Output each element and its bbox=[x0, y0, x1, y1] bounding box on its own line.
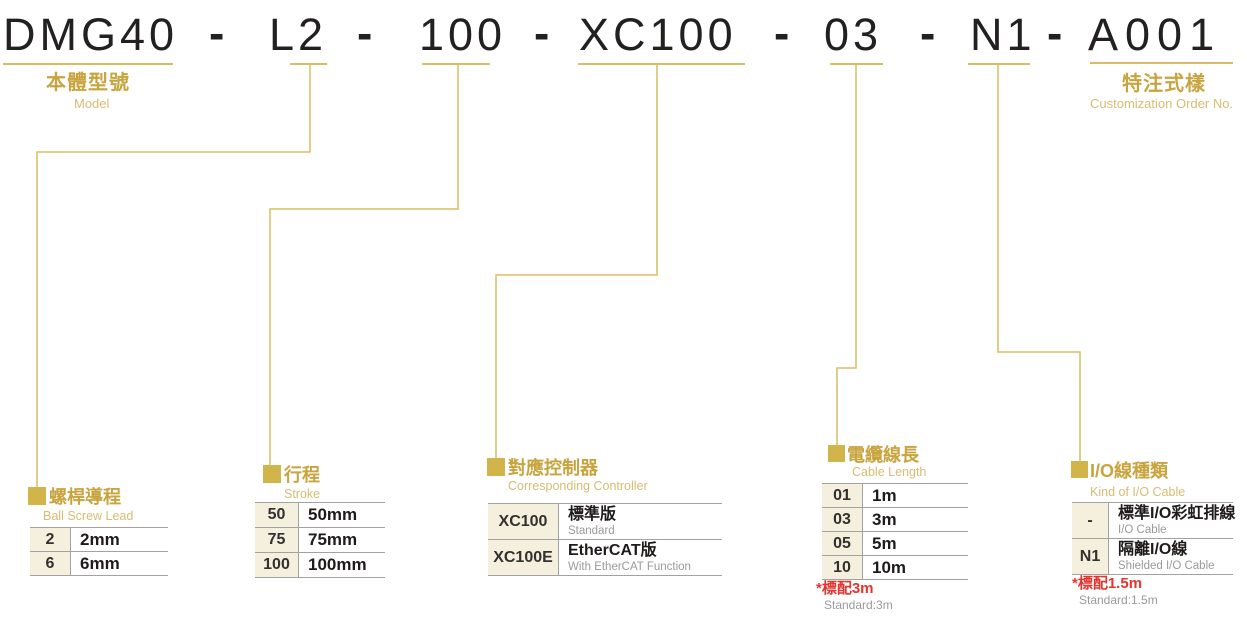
option-code: 6 bbox=[30, 552, 71, 575]
group-title-controller: 對應控制器 bbox=[508, 458, 598, 478]
separator-dash: - bbox=[1047, 7, 1063, 59]
connector-03 bbox=[836, 64, 857, 448]
underline bbox=[290, 63, 327, 65]
option-code: 50 bbox=[255, 503, 299, 527]
option-code: 10 bbox=[822, 556, 863, 579]
group-marker-square bbox=[263, 465, 281, 483]
model-segment-cable: 03 bbox=[824, 9, 883, 60]
table-row: N1 隔離I/O線 Shielded I/O Cable bbox=[1072, 539, 1233, 574]
underline bbox=[422, 63, 490, 65]
group-subtitle-ball-screw-lead: Ball Screw Lead bbox=[43, 509, 134, 523]
option-code: N1 bbox=[1072, 539, 1109, 574]
connector-100 bbox=[269, 64, 459, 468]
group-title-ball-screw-lead: 螺桿導程 bbox=[49, 487, 121, 507]
table-row: 01 1m bbox=[822, 484, 968, 508]
table-row: 2 2mm bbox=[30, 528, 168, 552]
model-label-zh: 本體型號 bbox=[46, 72, 130, 94]
group-title-io-cable: I/O線種類 bbox=[1090, 461, 1169, 481]
connector-n1 bbox=[997, 64, 1081, 464]
group-marker-square bbox=[28, 487, 46, 505]
option-value: 50mm bbox=[308, 505, 358, 524]
separator-dash: - bbox=[209, 7, 225, 59]
cable-length-table: 01 1m 03 3m 05 5m 10 10m bbox=[822, 483, 968, 580]
option-code: XC100E bbox=[488, 540, 559, 575]
option-value: 3m bbox=[872, 509, 897, 529]
option-value: 6mm bbox=[80, 553, 120, 573]
group-marker-square bbox=[828, 445, 845, 462]
option-code: 03 bbox=[822, 508, 863, 531]
model-segment-body: DMG40 bbox=[3, 9, 179, 60]
table-row: - 標準I/O彩虹排線 I/O Cable bbox=[1072, 503, 1236, 539]
cable-length-note-en: Standard:3m bbox=[824, 598, 893, 612]
model-label-en: Model bbox=[74, 96, 110, 111]
customization-label-zh: 特注式樣 bbox=[1122, 73, 1206, 95]
table-row: 6 6mm bbox=[30, 552, 168, 575]
option-value: 5m bbox=[872, 533, 897, 553]
controller-table: XC100 標準版 Standard XC100E EtherCAT版 With… bbox=[488, 503, 722, 576]
option-code: 2 bbox=[30, 528, 71, 551]
io-cable-table: - 標準I/O彩虹排線 I/O Cable N1 隔離I/O線 Shielded… bbox=[1072, 502, 1236, 575]
group-subtitle-cable-length: Cable Length bbox=[852, 465, 927, 479]
io-cable-note-zh: *標配1.5m bbox=[1072, 575, 1143, 592]
group-subtitle-stroke: Stroke bbox=[284, 487, 321, 501]
ball-screw-lead-table: 2 2mm 6 6mm bbox=[30, 527, 168, 576]
group-marker-square bbox=[1071, 461, 1088, 478]
model-segment-stroke: 100 bbox=[419, 9, 507, 60]
model-segment-lead: L2 bbox=[269, 9, 328, 60]
cable-length-note-zh: *標配3m bbox=[816, 580, 874, 597]
customization-label-en: Customization Order No. bbox=[1090, 96, 1234, 111]
underline bbox=[1090, 62, 1233, 64]
underline bbox=[830, 63, 883, 65]
group-subtitle-controller: Corresponding Controller bbox=[508, 479, 648, 493]
model-segment-controller: XC100 bbox=[579, 9, 737, 60]
option-value: 標準版 Standard bbox=[568, 505, 617, 537]
separator-dash: - bbox=[534, 7, 550, 59]
option-code: 01 bbox=[822, 484, 863, 507]
group-subtitle-io-cable: Kind of I/O Cable bbox=[1090, 485, 1186, 499]
underline bbox=[3, 63, 173, 65]
option-value: 標準I/O彩虹排線 I/O Cable bbox=[1118, 504, 1236, 536]
connector-xc100 bbox=[495, 64, 658, 461]
option-value: 1m bbox=[872, 485, 897, 505]
table-row: 75 75mm bbox=[255, 528, 385, 553]
option-value: 隔離I/O線 Shielded I/O Cable bbox=[1118, 540, 1215, 572]
group-title-cable-length: 電纜線長 bbox=[847, 445, 919, 465]
table-row: 03 3m bbox=[822, 508, 968, 532]
separator-dash: - bbox=[920, 7, 936, 59]
table-row: 50 50mm bbox=[255, 503, 385, 528]
stroke-table: 50 50mm 75 75mm 100 100mm bbox=[255, 502, 385, 578]
option-code: 05 bbox=[822, 532, 863, 555]
io-cable-note-en: Standard:1.5m bbox=[1079, 593, 1158, 607]
table-row: XC100E EtherCAT版 With EtherCAT Function bbox=[488, 540, 722, 575]
underline bbox=[968, 63, 1030, 65]
connector-l2 bbox=[36, 64, 311, 490]
option-value: EtherCAT版 With EtherCAT Function bbox=[568, 541, 691, 573]
option-value: 75mm bbox=[308, 530, 358, 549]
group-title-stroke: 行程 bbox=[284, 465, 320, 485]
underline bbox=[578, 63, 745, 65]
option-code: 75 bbox=[255, 528, 299, 552]
group-marker-square bbox=[487, 458, 505, 476]
option-code: XC100 bbox=[488, 504, 559, 539]
option-code: 100 bbox=[255, 553, 299, 577]
table-row: XC100 標準版 Standard bbox=[488, 504, 722, 540]
table-row: 10 10m bbox=[822, 556, 968, 579]
separator-dash: - bbox=[357, 7, 373, 59]
table-row: 100 100mm bbox=[255, 553, 385, 577]
option-value: 10m bbox=[872, 557, 907, 577]
option-value: 100mm bbox=[308, 555, 367, 574]
option-value: 2mm bbox=[80, 529, 120, 549]
option-code: - bbox=[1072, 503, 1109, 538]
model-segment-custom: A001 bbox=[1088, 9, 1222, 60]
separator-dash: - bbox=[774, 7, 790, 59]
model-segment-io: N1 bbox=[970, 9, 1036, 60]
table-row: 05 5m bbox=[822, 532, 968, 556]
